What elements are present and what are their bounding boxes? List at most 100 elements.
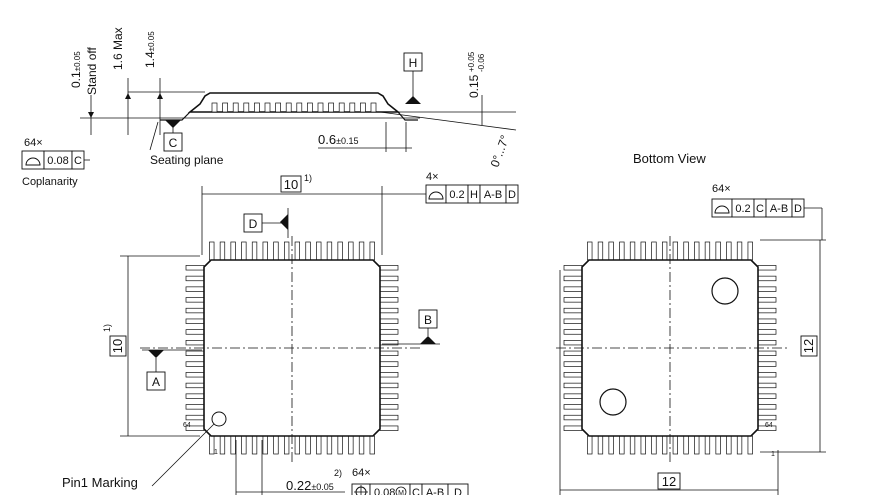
lead-angle-line (379, 111, 517, 131)
bottom-width-value: 12 (662, 474, 676, 489)
datum-h-label: H (409, 56, 418, 70)
lead-pin (672, 435, 678, 455)
lead-pin (704, 435, 711, 455)
side-lead-tooth (328, 102, 334, 113)
lead-pin (563, 404, 583, 410)
lead-pin (563, 382, 583, 389)
bottom-profile-frame: 0.2 C A-B D (711, 198, 805, 218)
standoff-label: Stand off (85, 47, 99, 95)
lead-pin (629, 241, 636, 261)
side-lead-tooth (360, 102, 366, 113)
lead-pin (284, 435, 290, 455)
side-body-outline (187, 92, 401, 113)
lead-pin (262, 241, 268, 261)
side-lead-tooth (211, 102, 218, 113)
lead-pin (230, 435, 236, 455)
profile-surface-icon (428, 191, 444, 200)
top-profile-count: 4× (426, 171, 439, 183)
lead-pin (608, 435, 614, 455)
lead-pin (379, 286, 399, 292)
lead-pin (185, 265, 205, 271)
lead-pin (587, 241, 593, 261)
lead-pin (273, 435, 279, 455)
lead-pin (185, 340, 205, 346)
arrow (125, 93, 131, 99)
datum-a-label: A (152, 375, 160, 389)
lead-pin (597, 241, 604, 261)
lead-pin (305, 435, 311, 455)
lead-pin (587, 435, 593, 455)
lead-pin (379, 414, 399, 421)
lead-pin (305, 241, 311, 261)
lead-pin (563, 307, 583, 314)
top-profile-datum-2: A-B (484, 189, 502, 201)
bottom-pin-64-label: 64 (765, 422, 773, 429)
pin1-marking-dot (211, 411, 227, 427)
lead-pin (757, 404, 777, 410)
lead-pin (757, 393, 777, 399)
bottom-height-box (800, 335, 818, 357)
lead-pin (185, 414, 205, 421)
mmc-icon (395, 486, 407, 495)
lead-pin (273, 241, 279, 261)
lead-pin (683, 435, 689, 455)
coplanarity-label: Coplanarity (22, 176, 78, 188)
lead-pin (651, 241, 657, 261)
lead-pin (757, 286, 777, 292)
max-height-value: 1.6 Max (111, 27, 125, 70)
lead-pin (726, 241, 732, 261)
lead-pin (747, 241, 753, 261)
height-dim-note: 1) (102, 324, 112, 332)
bottom-profile-value: 0.2 (735, 203, 750, 215)
top-profile-datum-3: D (508, 189, 516, 201)
side-lead-tooth (370, 102, 377, 113)
width-dim-note: 1) (304, 173, 312, 183)
lead-pin (379, 350, 399, 356)
bottom-profile-datum-2: A-B (770, 203, 788, 215)
lead-pin (736, 435, 743, 455)
lead-pin (726, 435, 732, 455)
lead-pin (369, 435, 375, 455)
bottom-profile-datum-3: D (794, 203, 802, 215)
datum-c-triangle (165, 120, 181, 128)
position-datum-3: D (454, 487, 462, 495)
lead-pin (757, 414, 777, 421)
lead-pin (251, 435, 258, 455)
lead-pin (379, 372, 399, 378)
lead-pin (185, 404, 205, 410)
side-lead-tooth (307, 102, 313, 113)
body-height-value: 1.4±0.05 (143, 31, 157, 68)
lead-pin (337, 241, 343, 261)
lead-pin (284, 241, 290, 261)
position-count: 64× (352, 467, 371, 479)
lead-pin (185, 286, 205, 292)
lead-pin (185, 275, 205, 282)
lead-pin (185, 361, 205, 367)
lead-pin (629, 435, 636, 455)
lead-pin (316, 435, 322, 455)
lead-pin (185, 372, 205, 378)
lead-pin (230, 241, 236, 261)
lead-width-note: 2) (334, 468, 342, 478)
coplanarity-frame: 0.08 C (21, 150, 85, 170)
side-lead-tooth (285, 102, 292, 113)
side-lead-tooth (232, 102, 239, 113)
pin1-marking-label: Pin1 Marking (62, 475, 138, 490)
lead-pin (640, 241, 646, 261)
lead-pin (619, 241, 625, 261)
ejector-pin-mark-top (711, 277, 739, 305)
lead-pin (757, 307, 777, 314)
lead-pin (704, 241, 711, 261)
bottom-width-box (657, 472, 681, 490)
lead-pin (757, 318, 777, 324)
lead-pin (294, 241, 300, 261)
lead-pin (757, 372, 777, 378)
height-dim-value: 10 (110, 339, 125, 353)
lead-pin (379, 425, 399, 431)
datum-b-label: B (424, 313, 432, 327)
side-lead-tooth (254, 102, 260, 113)
side-lead-tooth (296, 102, 303, 113)
lead-pin (337, 435, 343, 455)
top-view: 10 1) 10 1) Pin1 Marking 64 1 D B (62, 171, 519, 495)
coplanarity-value: 0.08 (47, 155, 68, 167)
